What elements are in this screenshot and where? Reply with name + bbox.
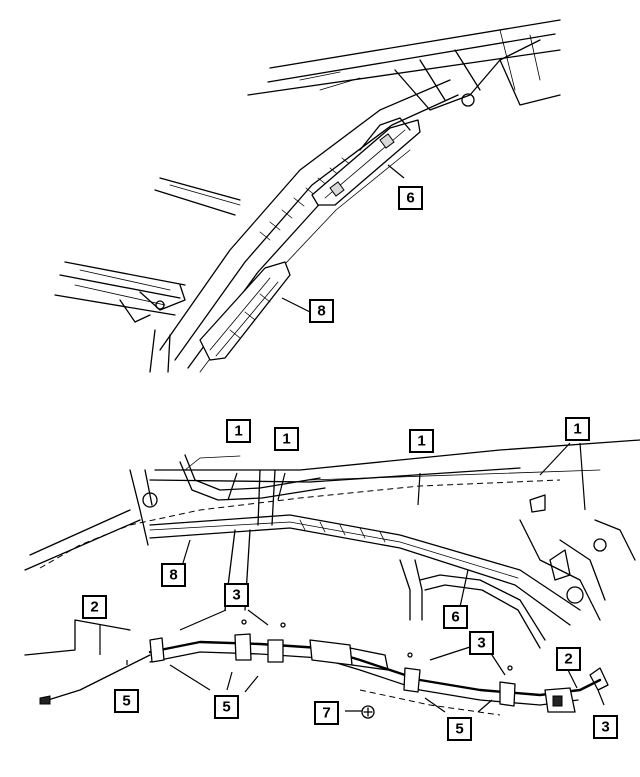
callout-8-top: 8 xyxy=(309,299,334,323)
callout-label: 3 xyxy=(601,719,609,736)
callout-label: 5 xyxy=(122,693,130,710)
callout-label: 5 xyxy=(222,699,230,716)
callout-label: 2 xyxy=(564,651,572,668)
bottom-side-rail-view xyxy=(24,439,640,719)
callout-6-top: 6 xyxy=(398,186,423,210)
top-roof-structure-view xyxy=(54,19,561,373)
callout-2-right: 2 xyxy=(556,647,581,671)
callout-2-left: 2 xyxy=(82,595,107,619)
callout-label: 2 xyxy=(90,599,98,616)
callout-8-bottom: 8 xyxy=(161,563,186,587)
callout-5-left: 5 xyxy=(114,689,139,713)
callout-label: 1 xyxy=(282,431,290,448)
callout-label: 5 xyxy=(455,721,463,738)
callout-label: 3 xyxy=(232,587,240,604)
callout-7: 7 xyxy=(314,701,339,725)
callout-label: 3 xyxy=(477,635,485,652)
callout-3-right: 3 xyxy=(593,715,618,739)
callout-label: 8 xyxy=(169,567,177,584)
callout-1-c: 1 xyxy=(409,429,434,453)
callout-3-mid: 3 xyxy=(469,631,494,655)
callout-label: 8 xyxy=(317,303,325,320)
callout-label: 7 xyxy=(322,705,330,722)
callout-3-left: 3 xyxy=(224,583,249,607)
callout-6-bottom: 6 xyxy=(443,605,468,629)
callout-label: 1 xyxy=(234,423,242,440)
callout-5-mid: 5 xyxy=(214,695,239,719)
callout-label: 1 xyxy=(573,421,581,438)
callout-label: 6 xyxy=(406,190,414,207)
callout-label: 6 xyxy=(451,609,459,626)
callout-1-a: 1 xyxy=(226,419,251,443)
callout-label: 1 xyxy=(417,433,425,450)
callout-1-b: 1 xyxy=(274,427,299,451)
callout-5-right: 5 xyxy=(447,717,472,741)
callout-1-d: 1 xyxy=(565,417,590,441)
